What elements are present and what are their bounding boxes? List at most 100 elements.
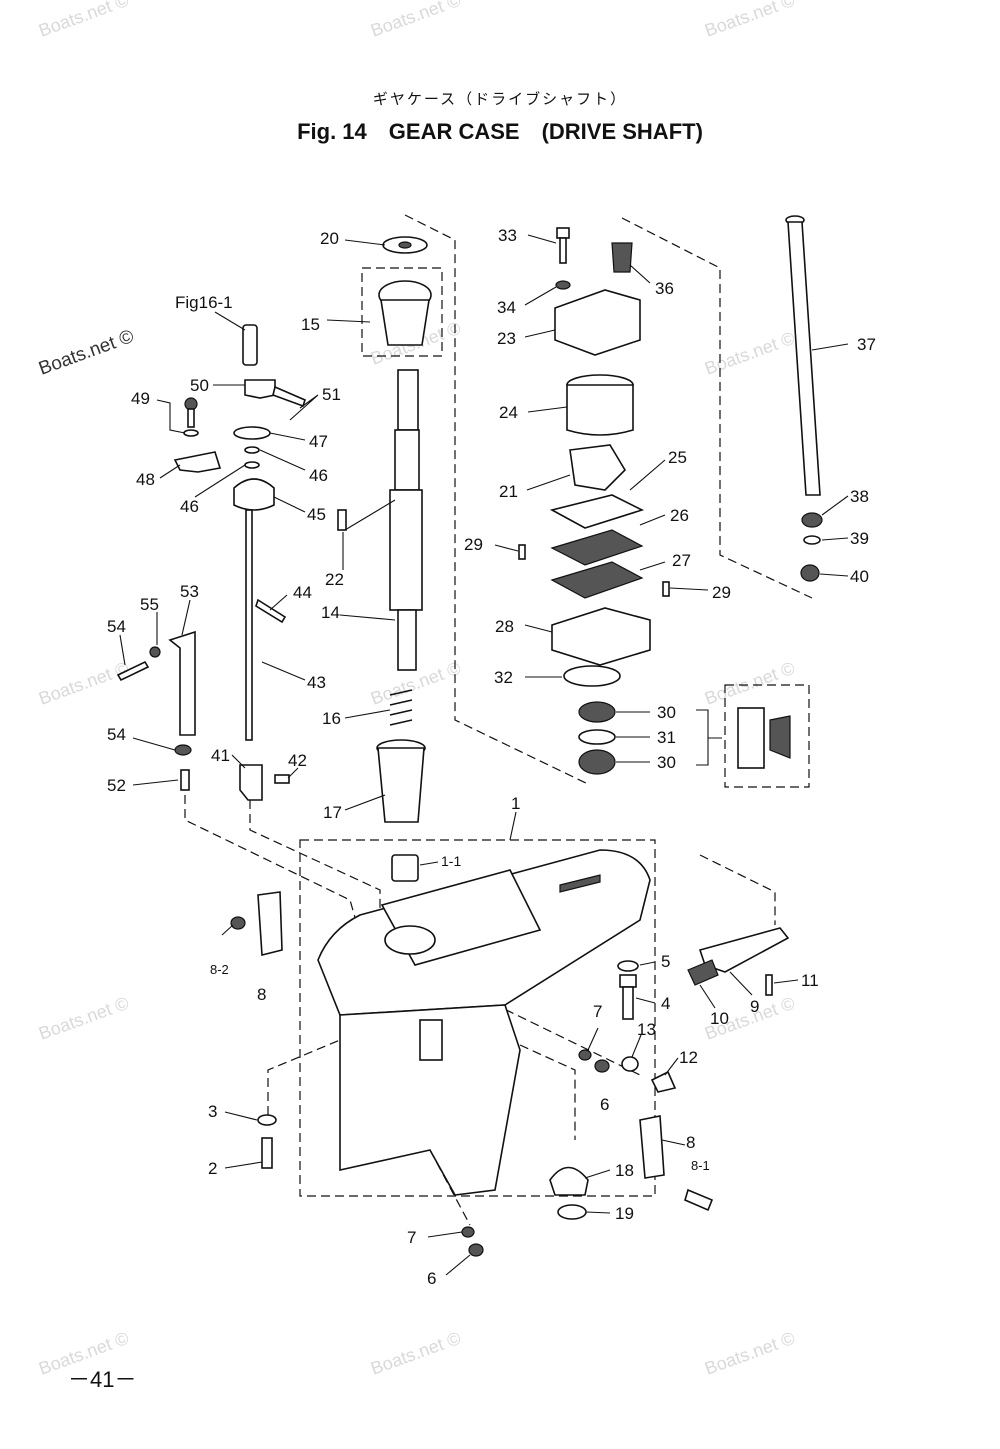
callout-52: 52 bbox=[107, 776, 126, 795]
callout-5: 5 bbox=[661, 952, 670, 971]
gasket-13 bbox=[621, 1056, 639, 1072]
detail-tube bbox=[737, 707, 765, 769]
washer-7b bbox=[461, 1226, 475, 1238]
callout-47: 47 bbox=[309, 432, 328, 451]
callout-37: 37 bbox=[857, 335, 876, 354]
sleeve-17 bbox=[377, 747, 425, 823]
grommet-55 bbox=[149, 646, 161, 658]
callout-labels: 20 15 Fig16-1 50 51 49 47 46 48 46 45 22… bbox=[107, 226, 876, 1288]
spring-16 bbox=[389, 689, 413, 726]
shim-20-hole bbox=[398, 241, 412, 249]
callout-54: 54 bbox=[107, 725, 126, 744]
detail-clip bbox=[769, 715, 791, 759]
callout-6: 6 bbox=[600, 1095, 609, 1114]
nut-54b bbox=[174, 744, 192, 756]
callout-34: 34 bbox=[497, 298, 516, 317]
bolt-49-shank bbox=[187, 408, 195, 428]
water-pump-parts bbox=[518, 227, 791, 775]
guide-line-6 bbox=[519, 1044, 576, 1140]
callout-24: 24 bbox=[499, 403, 518, 422]
callout-29: 29 bbox=[712, 583, 731, 602]
grommet-36 bbox=[611, 242, 633, 273]
pin-29a bbox=[518, 544, 526, 560]
bolt-4-head bbox=[619, 974, 637, 988]
rod-53 bbox=[168, 630, 196, 736]
gear-case-badge bbox=[559, 874, 601, 893]
shift-linkage-parts bbox=[116, 324, 306, 801]
callout-28: 28 bbox=[495, 617, 514, 636]
callout-3: 3 bbox=[208, 1102, 217, 1121]
bolt-33-head bbox=[556, 227, 570, 239]
callout-26: 26 bbox=[670, 506, 689, 525]
guide-line-41 bbox=[249, 800, 381, 930]
anode-8b bbox=[639, 1115, 665, 1179]
seal-40 bbox=[800, 564, 820, 582]
water-tube-37 bbox=[787, 221, 821, 496]
callout-32: 32 bbox=[494, 668, 513, 687]
shaft-spline bbox=[397, 369, 419, 431]
callout-44: 44 bbox=[293, 583, 312, 602]
callout-41: 41 bbox=[211, 746, 230, 765]
washer-31 bbox=[578, 729, 616, 745]
washer-5 bbox=[617, 960, 639, 972]
callout-53: 53 bbox=[180, 582, 199, 601]
callout-7: 7 bbox=[407, 1228, 416, 1247]
bushing-1-1 bbox=[391, 854, 419, 882]
guide-line-3 bbox=[267, 1039, 341, 1115]
bracket-10 bbox=[687, 959, 719, 986]
callout-7: 7 bbox=[593, 1002, 602, 1021]
gear-case-box bbox=[299, 839, 656, 1197]
screw-11 bbox=[765, 974, 773, 996]
plate-26 bbox=[550, 529, 644, 566]
callout-8-1: 8-1 bbox=[691, 1158, 710, 1173]
callout-43: 43 bbox=[307, 673, 326, 692]
callout-54: 54 bbox=[107, 617, 126, 636]
bolt-4 bbox=[622, 986, 634, 1020]
drive-shaft-14 bbox=[389, 489, 423, 611]
shift-rod-43 bbox=[245, 509, 253, 741]
callout-36: 36 bbox=[655, 279, 674, 298]
callout-19: 19 bbox=[615, 1204, 634, 1223]
drive-shaft-guide-line bbox=[404, 214, 591, 786]
callout-16: 16 bbox=[322, 709, 341, 728]
pin-29b bbox=[662, 581, 670, 597]
anode-8a bbox=[257, 891, 283, 957]
callout-46: 46 bbox=[180, 497, 199, 516]
callout-31: 31 bbox=[657, 728, 676, 747]
fig16-rod bbox=[242, 324, 258, 366]
plate-9 bbox=[698, 927, 790, 973]
gear-case-bore bbox=[384, 925, 436, 955]
callout-fig16-1: Fig16-1 bbox=[175, 293, 233, 312]
callout-30: 30 bbox=[657, 703, 676, 722]
guide-line-9 bbox=[699, 854, 776, 925]
gear-case-1 bbox=[339, 1004, 521, 1196]
callout-50: 50 bbox=[190, 376, 209, 395]
page-number: －41－ bbox=[68, 1367, 137, 1392]
callout-8: 8 bbox=[686, 1133, 695, 1152]
drive-shaft-parts bbox=[337, 236, 432, 882]
callout-21: 21 bbox=[499, 482, 518, 501]
bracket-30-31 bbox=[696, 709, 722, 766]
washer-49 bbox=[183, 429, 199, 437]
plug-12 bbox=[650, 1070, 677, 1093]
oring-46b bbox=[244, 461, 260, 469]
bolt-2 bbox=[261, 1137, 273, 1169]
callout-29: 29 bbox=[464, 535, 483, 554]
water-tube-parts bbox=[785, 215, 823, 582]
oring-47 bbox=[233, 426, 271, 440]
callout-15: 15 bbox=[301, 315, 320, 334]
screw-54a bbox=[116, 660, 150, 682]
callout-13: 13 bbox=[637, 1020, 656, 1039]
gear-case-window bbox=[419, 1019, 443, 1061]
callout-38: 38 bbox=[850, 487, 869, 506]
bolt-8-1 bbox=[684, 1188, 714, 1212]
screw-6b bbox=[468, 1243, 484, 1257]
callout-33: 33 bbox=[498, 226, 517, 245]
washer-3 bbox=[257, 1114, 277, 1126]
key-22 bbox=[337, 509, 347, 531]
detail-box bbox=[724, 684, 810, 788]
leader-lines bbox=[119, 234, 849, 1276]
callout-18: 18 bbox=[615, 1161, 634, 1180]
bolt-8-2 bbox=[230, 916, 246, 930]
joint-52 bbox=[180, 769, 190, 791]
